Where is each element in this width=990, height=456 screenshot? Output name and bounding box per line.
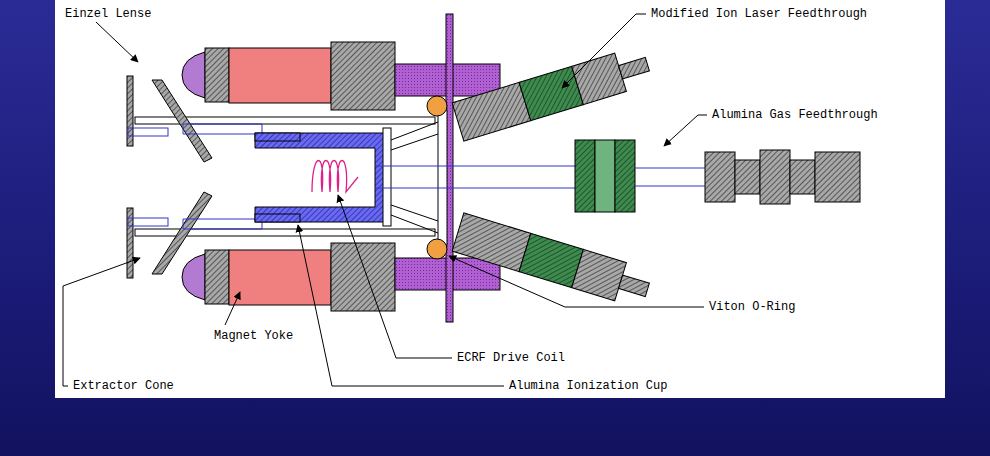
part-label: Einzel Lense — [64, 6, 152, 22]
part-label: Extractor Cone — [72, 378, 175, 394]
part-label: Alumina Ionization Cup — [508, 378, 668, 394]
part-label: Viton O-Ring — [708, 299, 796, 315]
part-label: Modified Ion Laser Feedthrough — [650, 6, 868, 22]
part-label: Alumina Gas Feedthrough — [711, 107, 879, 123]
part-label: Magnet Yoke — [213, 328, 294, 344]
part-label: ECRF Drive Coil — [456, 350, 566, 366]
